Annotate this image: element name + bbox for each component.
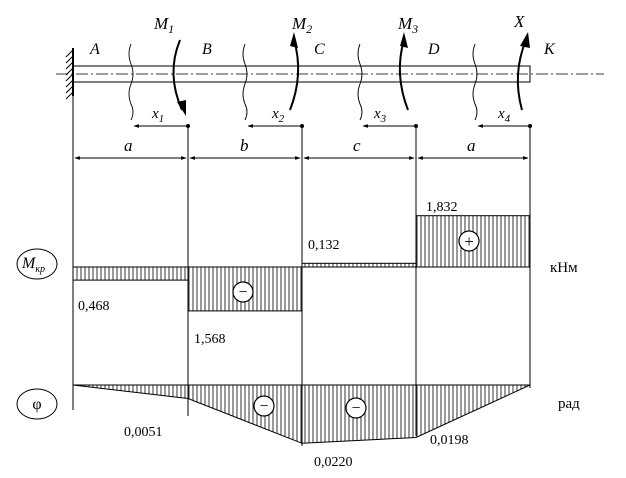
svg-text:+: + xyxy=(464,232,474,251)
section-x4: x4 xyxy=(477,106,532,128)
shaft-scheme: M1 M2 M3 X A B C D K x1 x2 x3 x4 xyxy=(56,12,604,128)
twist-negative-sign-2: − xyxy=(345,397,367,419)
section-cut-1 xyxy=(128,43,134,121)
torque-value-ab: 0,468 xyxy=(78,299,110,314)
moment-x-arrow xyxy=(516,32,530,111)
section-x3: x3 xyxy=(362,106,418,128)
length-label-1: a xyxy=(124,136,133,155)
svg-text:x4: x4 xyxy=(497,106,511,125)
svg-text:−: − xyxy=(259,398,268,415)
moment-m1-label: M1 xyxy=(153,14,174,36)
length-label-3: c xyxy=(353,136,361,155)
twist-diagram: φ рад 0,0051 0,0220 0,0198 − − xyxy=(16,384,580,470)
length-label-2: b xyxy=(240,136,249,155)
torque-segment-cd xyxy=(301,262,417,268)
twist-negative-sign-1: − xyxy=(253,395,275,417)
svg-text:x2: x2 xyxy=(271,106,285,125)
torque-value-cd: 0,132 xyxy=(308,238,340,253)
twist-value-b: 0,0051 xyxy=(124,425,163,440)
moment-x-label: X xyxy=(513,12,525,31)
twist-area xyxy=(72,384,531,444)
section-cut-3 xyxy=(357,43,363,121)
svg-text:−: − xyxy=(351,400,360,417)
torque-positive-sign: + xyxy=(458,230,480,252)
twist-unit: рад xyxy=(558,396,580,412)
dimension-lines: a b c a xyxy=(74,136,529,160)
section-cut-4 xyxy=(472,43,478,121)
moment-m1-arrow xyxy=(172,39,186,116)
twist-value-c: 0,0220 xyxy=(314,455,353,470)
point-a-label: A xyxy=(89,41,100,58)
point-d-label: D xyxy=(427,41,440,58)
point-k-label: K xyxy=(543,41,556,58)
moment-m2-label: M2 xyxy=(291,14,312,36)
twist-value-d: 0,0198 xyxy=(430,433,469,448)
torque-value-bc: 1,568 xyxy=(194,332,226,347)
svg-text:x3: x3 xyxy=(373,106,387,125)
svg-text:−: − xyxy=(238,284,247,301)
torque-diagram: Mкр кНм 0,468 1,568 0,132 1,832 − + xyxy=(16,200,578,347)
length-label-4: a xyxy=(467,136,476,155)
section-cut-2 xyxy=(242,43,248,121)
fixed-support xyxy=(65,48,74,100)
point-b-label: B xyxy=(202,41,212,58)
twist-label: φ xyxy=(32,396,41,413)
torque-segment-ab xyxy=(72,266,189,281)
torque-label: Mкр xyxy=(21,255,45,275)
moment-m3-arrow xyxy=(398,32,409,111)
torque-value-dk: 1,832 xyxy=(426,200,458,215)
section-x2: x2 xyxy=(247,106,304,128)
torque-negative-sign: − xyxy=(232,281,254,303)
point-c-label: C xyxy=(314,41,325,58)
twist-label-circle xyxy=(16,388,58,420)
svg-text:x1: x1 xyxy=(151,106,164,125)
torque-label-circle xyxy=(16,248,58,280)
torque-unit: кНм xyxy=(550,260,578,276)
moment-m2-arrow xyxy=(289,32,300,111)
moment-m3-label: M3 xyxy=(397,14,418,36)
